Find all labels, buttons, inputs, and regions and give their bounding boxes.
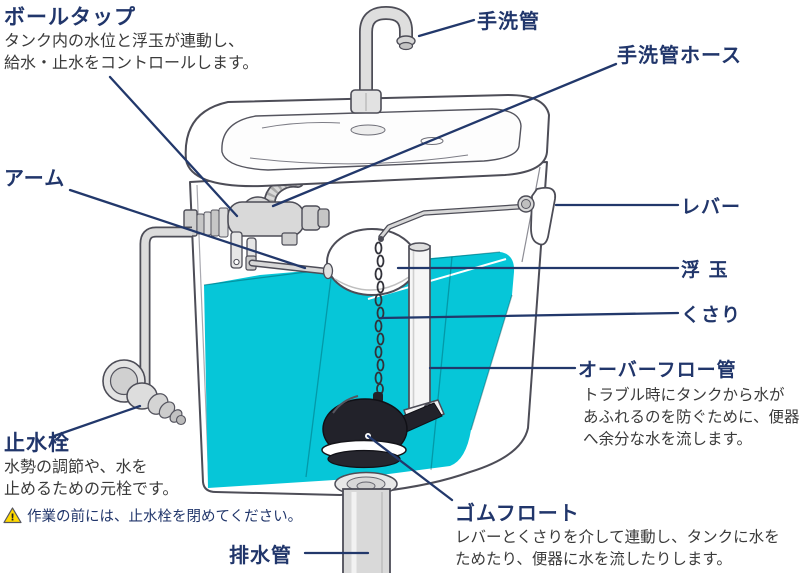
hand-wash-faucet (350, 5, 416, 114)
stop-valve-warning: ! 作業の前には、止水栓を閉めてください。 (3, 505, 302, 526)
label-hand-wash-hose: 手洗管ホース (617, 43, 742, 67)
label-overflow-pipe: オーバーフロー管 (578, 359, 737, 381)
arm-shape (245, 255, 334, 280)
ball-tap-shape (183, 196, 330, 271)
desc-line: 止めるための元栓です。 (4, 479, 179, 498)
rubber-float-shape (321, 392, 443, 469)
warning-text: 作業の前には、止水栓を閉めてください。 (27, 509, 303, 525)
desc-line: レバーとくさりを介して連動し、タンクに水を (455, 528, 780, 546)
leader-arm (68, 188, 307, 270)
lever-handle-shape (517, 186, 557, 246)
supply-pipe (139, 226, 192, 388)
warning-icon: ! (3, 507, 22, 524)
leader-hand-wash-hose (271, 62, 618, 208)
svg-text:!: ! (10, 513, 15, 524)
label-stop-valve: 止水栓 (4, 431, 70, 455)
desc-line: タンク内の水位と浮玉が連動し、 (4, 31, 245, 50)
leader-chain (379, 311, 680, 320)
desc-line: あふれるのを防ぐために、便器 (583, 408, 800, 426)
label-lever: レバー (681, 196, 742, 218)
desc-overflow-pipe: トラブル時にタンクから水が あふれるのを防ぐために、便器 へ余分な水を流します。 (583, 384, 800, 450)
float-ball-shape (326, 228, 418, 296)
desc-rubber-float: レバーとくさりを介して連動し、タンクに水を ためたり、便器に水を流したりします。 (455, 526, 780, 570)
water (203, 251, 515, 488)
label-rubber-float: ゴムフロート (455, 501, 580, 525)
label-float-ball: 浮 玉 (681, 259, 729, 281)
leader-hand-wash-pipe (417, 18, 476, 38)
desc-ball-tap: タンク内の水位と浮玉が連動し、 給水・止水をコントロールします。 (4, 30, 258, 74)
stop-valve-shape (102, 359, 187, 426)
leader-ball-tap (108, 75, 239, 218)
desc-line: へ余分な水を流します。 (583, 430, 752, 448)
label-chain: くさり (681, 304, 742, 326)
tank-lid (184, 94, 550, 188)
desc-line: 水勢の調節や、水を (4, 457, 148, 476)
desc-line: トラブル時にタンクから水が (583, 386, 785, 404)
label-hand-wash-pipe: 手洗管 (477, 9, 540, 33)
label-ball-tap: ボールタップ (4, 5, 136, 29)
desc-stop-valve: 水勢の調節や、水を 止めるための元栓です。 (4, 456, 178, 500)
leader-rubber-float (366, 434, 454, 502)
desc-line: 給水・止水をコントロールします。 (4, 53, 259, 72)
leader-lines (52, 18, 680, 555)
leader-stop-valve (52, 404, 142, 438)
label-drain-pipe: 排水管 (229, 543, 292, 567)
chain-shape (374, 241, 385, 395)
label-arm: アーム (4, 166, 66, 190)
lever-rod (378, 203, 535, 242)
desc-line: ためたり、便器に水を流したりします。 (455, 550, 732, 568)
drain-pipe-shape (334, 471, 398, 573)
